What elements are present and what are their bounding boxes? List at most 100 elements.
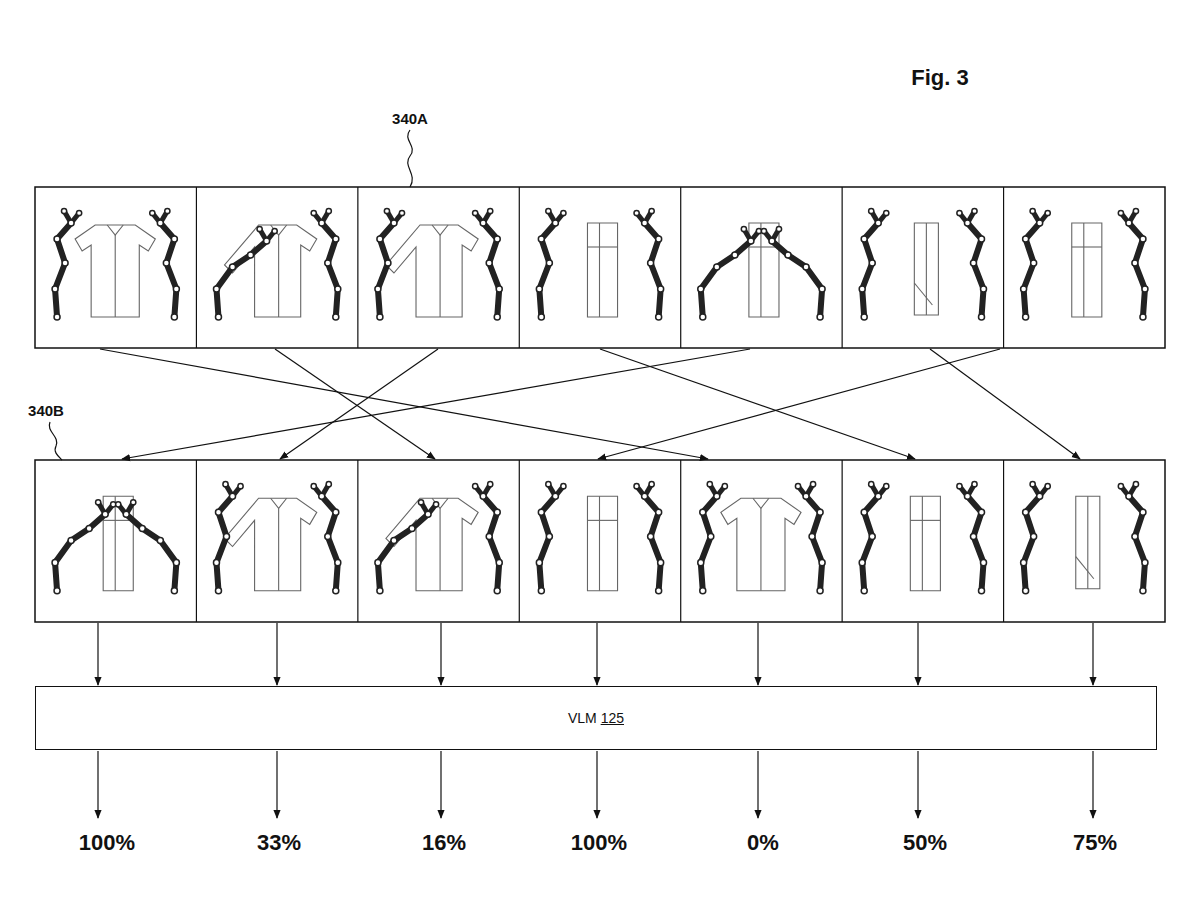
arm-joint: [817, 314, 823, 320]
arm-joint: [861, 509, 867, 515]
score-value: 33%: [257, 830, 301, 856]
arm-joint: [157, 537, 163, 543]
gripper-joint: [150, 210, 155, 215]
arm-joint: [869, 260, 875, 266]
arm-joint: [52, 560, 58, 566]
arm-joint: [648, 260, 654, 266]
arm-joint: [981, 560, 987, 566]
shirt: [587, 520, 617, 521]
input-arrow: [440, 623, 441, 685]
shirt: [440, 508, 441, 591]
arm-joint: [700, 588, 706, 594]
arm-joint: [656, 509, 662, 515]
arm-joint: [377, 588, 383, 594]
arm-joint: [1021, 286, 1027, 292]
gripper-joint: [546, 208, 551, 213]
arm-joint: [425, 511, 431, 517]
gripper-joint: [131, 500, 136, 505]
shirt: [753, 498, 769, 508]
shuffle-arrow: [280, 349, 438, 459]
shirt: [599, 496, 600, 591]
arm-joint: [409, 525, 415, 531]
arm-joint: [224, 533, 230, 539]
shirt: [922, 496, 923, 591]
arm-joint: [809, 533, 815, 539]
shirt: [115, 496, 116, 591]
robot-panel: [859, 208, 986, 320]
robot-panel: [213, 482, 340, 594]
shuffle-arrow: [598, 349, 1000, 459]
shirt: [1072, 246, 1102, 247]
gripper-joint: [561, 210, 566, 215]
gripper-joint: [488, 482, 493, 487]
frame-divider: [519, 460, 520, 622]
arm-joint: [377, 236, 383, 242]
frame-divider: [842, 187, 843, 348]
arm-joint: [1140, 588, 1146, 594]
arm-joint: [979, 509, 985, 515]
gripper-joint: [810, 482, 815, 487]
shirt: [587, 223, 617, 317]
arm-joint: [714, 493, 720, 499]
input-arrow: [1092, 623, 1093, 685]
gripper-joint: [238, 484, 243, 489]
gripper-joint: [116, 502, 121, 507]
arm-joint: [875, 220, 881, 226]
arm-joint: [700, 509, 706, 515]
gripper-joint: [741, 226, 746, 231]
arm-joint: [173, 286, 179, 292]
arm-joint: [215, 588, 221, 594]
input-arrow: [917, 623, 918, 685]
shirt: [271, 225, 287, 235]
gripper-joint: [1030, 208, 1035, 213]
output-arrow: [596, 751, 597, 818]
arm-joint: [391, 220, 397, 226]
gripper-joint: [418, 500, 423, 505]
gripper-joint: [473, 484, 478, 489]
gripper-joint: [96, 500, 101, 505]
arm-joint: [385, 260, 391, 266]
robot-arm: [126, 514, 176, 590]
arm-joint: [538, 314, 544, 320]
shuffle-arrow: [100, 349, 708, 459]
arm-joint: [785, 252, 791, 258]
robot-panel: [859, 482, 986, 594]
arm-joint: [333, 509, 339, 515]
frame-divider: [357, 187, 358, 348]
arm-joint: [656, 588, 662, 594]
gripper-joint: [1030, 482, 1035, 487]
gripper-joint: [488, 208, 493, 213]
gripper-joint: [1133, 208, 1138, 213]
arm-joint: [732, 252, 738, 258]
arm-joint: [819, 286, 825, 292]
robot-panel: [1021, 208, 1148, 320]
arm-joint: [213, 560, 219, 566]
arm-joint: [230, 264, 236, 270]
arm-joint: [123, 511, 129, 517]
arm-joint: [1126, 493, 1132, 499]
shirt: [599, 223, 600, 317]
input-arrow: [97, 623, 98, 685]
arm-joint: [333, 588, 339, 594]
arm-joint: [536, 286, 542, 292]
robot-arm: [701, 241, 751, 317]
image-strip: [35, 187, 1165, 348]
gripper-joint: [1118, 484, 1123, 489]
arm-joint: [213, 286, 219, 292]
gripper-joint: [311, 210, 316, 215]
shirt: [760, 508, 761, 591]
shirt: [278, 235, 279, 317]
arm-joint: [698, 560, 704, 566]
robot-panel: [52, 208, 179, 320]
arm-joint: [1132, 533, 1138, 539]
arm-joint: [68, 220, 74, 226]
gripper-joint: [776, 226, 781, 231]
robot-arm: [772, 241, 822, 317]
arm-joint: [480, 493, 486, 499]
robot-arm: [216, 241, 266, 317]
shirt: [107, 225, 123, 235]
gripper-joint: [546, 482, 551, 487]
shirt: [1072, 223, 1102, 317]
